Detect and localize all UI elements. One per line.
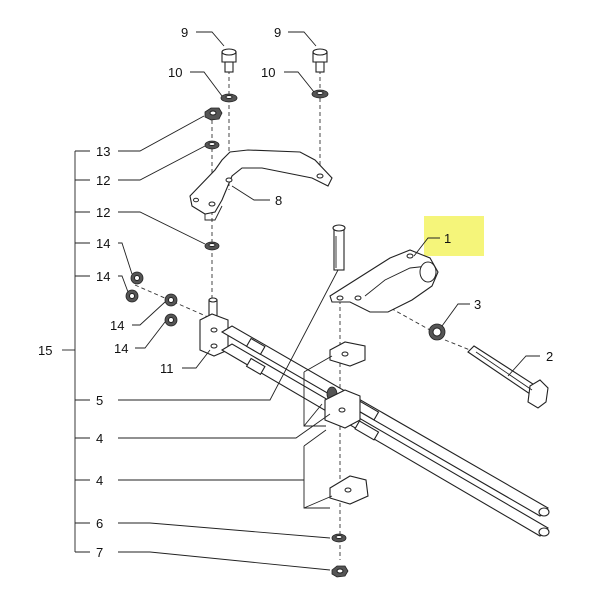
nut-14-a xyxy=(130,271,144,285)
washer-12-bottom xyxy=(204,241,220,251)
assembly-axis-lines xyxy=(134,70,471,560)
callout-2: 2 xyxy=(546,349,553,364)
bracket-1 xyxy=(329,249,439,313)
bolt-9-right xyxy=(312,48,328,73)
bracket-8 xyxy=(189,149,333,221)
callout-10-right: 10 xyxy=(261,65,275,80)
callout-10-left: 10 xyxy=(168,65,182,80)
callout-12-bottom: 12 xyxy=(96,205,110,220)
washer-10-left xyxy=(220,93,238,103)
nut-7 xyxy=(331,565,349,578)
washer-10-right xyxy=(311,89,329,99)
callout-4-lower: 4 xyxy=(96,473,103,488)
washer-6 xyxy=(331,533,347,543)
callout-3: 3 xyxy=(474,297,481,312)
pivot-block-lower xyxy=(329,475,369,505)
washer-14-d xyxy=(164,313,178,327)
callout-4-upper: 4 xyxy=(96,431,103,446)
callout-13: 13 xyxy=(96,144,110,159)
washer-12-top xyxy=(204,140,220,150)
callout-1-highlight xyxy=(424,216,484,256)
callout-12-top: 12 xyxy=(96,173,110,188)
washer-14-c xyxy=(164,293,178,307)
leader-lines xyxy=(62,31,540,571)
washer-3 xyxy=(428,323,446,341)
pivot-block-upper xyxy=(329,341,366,367)
callout-1: 1 xyxy=(444,231,451,246)
callout-8: 8 xyxy=(275,193,282,208)
nut-13 xyxy=(204,107,223,121)
pin-5 xyxy=(332,224,346,271)
bolt-2 xyxy=(467,345,549,409)
callout-14-c: 14 xyxy=(110,318,124,333)
callout-15: 15 xyxy=(38,343,52,358)
callout-14-b: 14 xyxy=(96,269,110,284)
callout-14-d: 14 xyxy=(114,341,128,356)
callout-5: 5 xyxy=(96,393,103,408)
nut-14-b xyxy=(125,289,139,303)
bolt-9-left xyxy=(221,48,237,73)
callout-14-a: 14 xyxy=(96,236,110,251)
callout-9-left: 9 xyxy=(181,25,188,40)
clevis-11 xyxy=(199,297,229,357)
callout-6: 6 xyxy=(96,516,103,531)
callout-9-right: 9 xyxy=(274,25,281,40)
pivot-block-middle xyxy=(324,389,361,429)
rods xyxy=(220,325,550,537)
callout-11: 11 xyxy=(160,361,174,376)
callout-7: 7 xyxy=(96,545,103,560)
